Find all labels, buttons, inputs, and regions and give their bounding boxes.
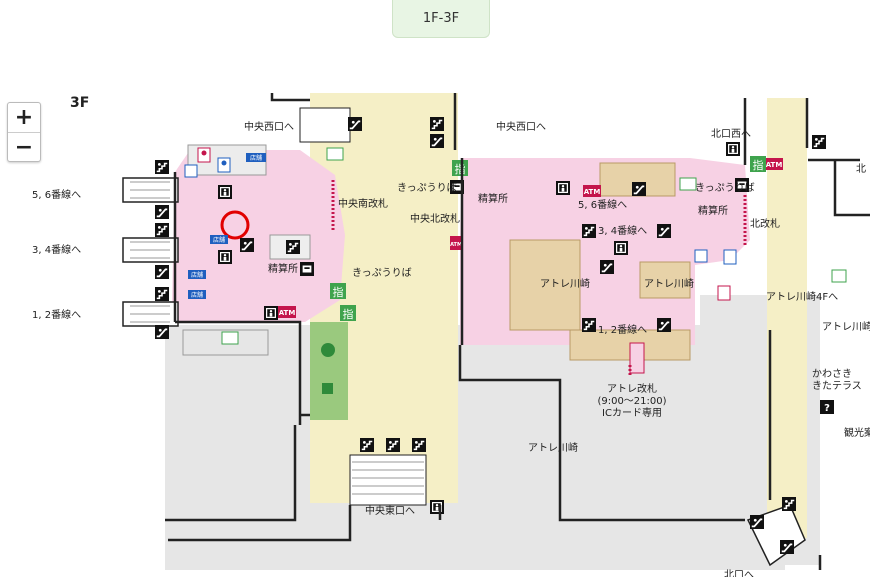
- floor-tab-label: 1F-3F: [422, 11, 460, 26]
- exit-label: 中央東口へ: [365, 504, 415, 517]
- seisanjo-label: 精算所: [698, 204, 728, 217]
- platform-label: 1, 2番線へ: [32, 308, 81, 321]
- right-corridor: [767, 98, 807, 538]
- east-exit-stairs: [349, 454, 427, 506]
- svg-text:?: ?: [824, 403, 830, 414]
- ticket-label: きっぷうりば: [397, 182, 457, 194]
- gate-label: アトレ改札: [607, 382, 657, 395]
- area-label: アトレ川崎: [822, 320, 870, 333]
- reserved-seat-badge: 指 指 指 指: [330, 156, 766, 321]
- atre-shop-2: [509, 239, 581, 331]
- seisanjo-label: 精算所: [478, 192, 508, 205]
- gate-label: 北改札: [750, 217, 780, 230]
- shop-badge: 店舗 店舗 店舗 店舗: [188, 153, 266, 299]
- area-label: アトレ川崎4Fへ: [766, 290, 838, 303]
- ticket-label: きっぷうりば: [695, 182, 755, 194]
- floor-tab-1f-3f[interactable]: 1F-3F: [392, 0, 490, 38]
- svg-text:店舗: 店舗: [213, 236, 225, 244]
- platform-label: 3, 4番線へ: [598, 224, 647, 237]
- seisanjo-label: 精算所: [268, 262, 298, 275]
- svg-text:指: 指: [333, 285, 344, 299]
- gate-label: ICカード専用: [602, 407, 662, 419]
- zoom-out-button[interactable]: −: [8, 132, 40, 161]
- area-label: アトレ川崎: [644, 277, 694, 290]
- exit-label: 北口へ: [724, 569, 754, 577]
- svg-text:指: 指: [343, 307, 354, 321]
- area-label: アトレ川崎: [528, 441, 578, 454]
- gate-label: (9:00〜21:00): [597, 396, 666, 407]
- outside-area: [165, 325, 785, 570]
- floor-label: 3F: [70, 95, 90, 111]
- exit-label: 北口西へ: [711, 128, 751, 140]
- svg-text:ATM: ATM: [450, 242, 462, 248]
- svg-text:ATM: ATM: [279, 309, 296, 317]
- svg-text:ATM: ATM: [584, 188, 601, 196]
- svg-text:指: 指: [753, 158, 764, 172]
- womens-toilet-icon: [717, 285, 731, 301]
- zoom-in-button[interactable]: +: [8, 103, 40, 132]
- atm-badge: ATM ATM ATM ATM: [278, 158, 783, 318]
- atre-shop-3: [639, 261, 691, 299]
- platform-label: 5, 6番線へ: [32, 188, 81, 201]
- svg-text:店舗: 店舗: [191, 291, 203, 299]
- accessible-toilet-icon: [694, 249, 708, 263]
- area-label: 観光案: [844, 426, 870, 439]
- svg-text:指: 指: [455, 162, 466, 176]
- accessible-toilet-icon: [184, 164, 198, 178]
- svg-text:店舗: 店舗: [250, 154, 262, 162]
- west-concourse: [172, 150, 345, 322]
- newdays-logo: [221, 147, 847, 345]
- exit-label: 中央西口へ: [244, 120, 294, 133]
- green-strip: [310, 322, 348, 420]
- area-label: かわさき: [812, 368, 852, 380]
- exit-label: 中央西口へ: [496, 120, 546, 133]
- ticket-label: きっぷうりば: [352, 267, 412, 279]
- minus-icon: −: [14, 134, 34, 160]
- svg-text:店舗: 店舗: [191, 271, 203, 279]
- west-nishi-stairs: [299, 107, 351, 143]
- area-label: きたテラス: [812, 380, 862, 392]
- area-label: アトレ川崎: [540, 277, 590, 290]
- gate-label: 中央南改札: [338, 197, 388, 210]
- mens-toilet-icon: [723, 249, 737, 265]
- current-location-marker[interactable]: [220, 210, 250, 240]
- platform-label: 5, 6番線へ: [578, 198, 627, 211]
- gate-label: 中央北改札: [410, 212, 460, 225]
- zoom-control: + −: [7, 102, 41, 162]
- platform-label: 1, 2番線へ: [598, 323, 647, 336]
- platform-label: 3, 4番線へ: [32, 243, 81, 256]
- plus-icon: +: [14, 105, 34, 130]
- svg-text:ATM: ATM: [766, 161, 783, 169]
- info-icon: [820, 400, 834, 414]
- exit-label: 北: [856, 163, 866, 175]
